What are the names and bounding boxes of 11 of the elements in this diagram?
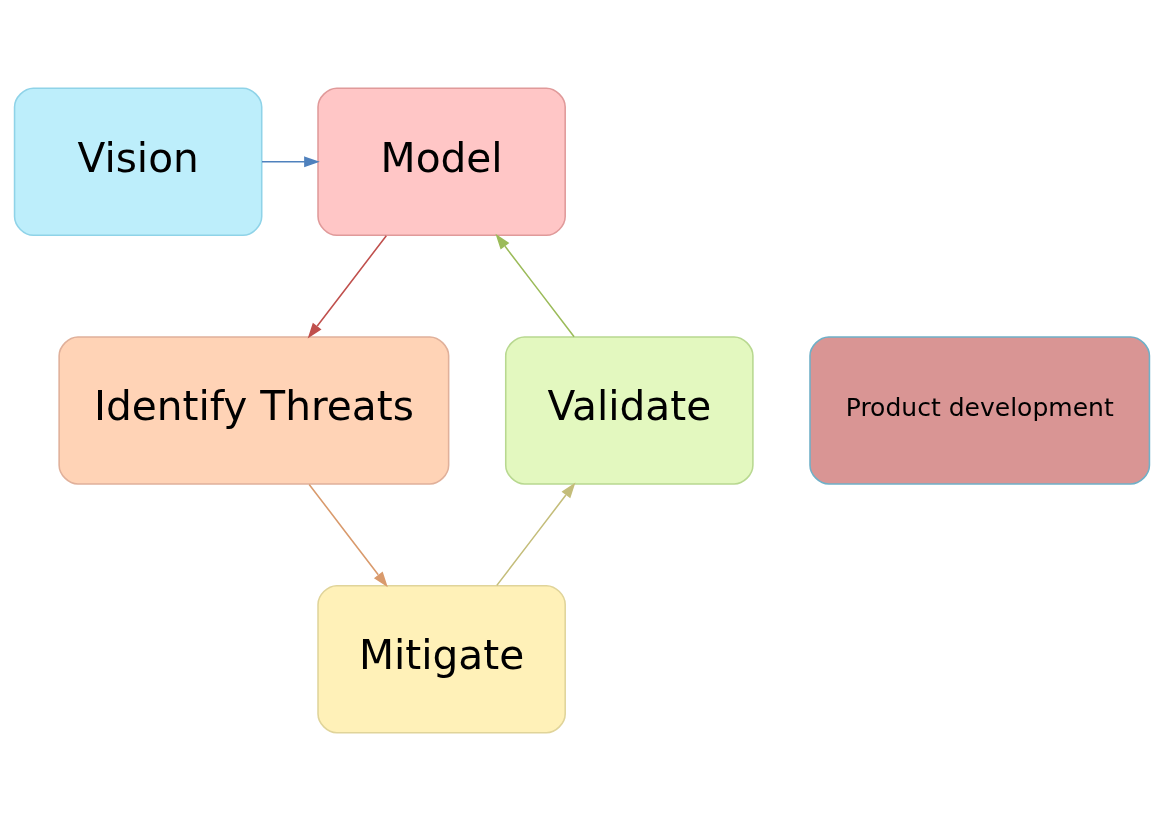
node-box: Validate [504, 335, 754, 485]
arrow [261, 155, 320, 167]
node-box: Vision [13, 87, 263, 236]
arrow [496, 482, 576, 586]
node-box: Model [317, 87, 566, 236]
arrow [495, 233, 575, 337]
node-box: Product development [809, 335, 1151, 485]
node-box: Identify Threats [58, 335, 450, 485]
arrow [308, 483, 388, 587]
node-box: Mitigate [317, 584, 566, 733]
arrow [307, 234, 388, 339]
